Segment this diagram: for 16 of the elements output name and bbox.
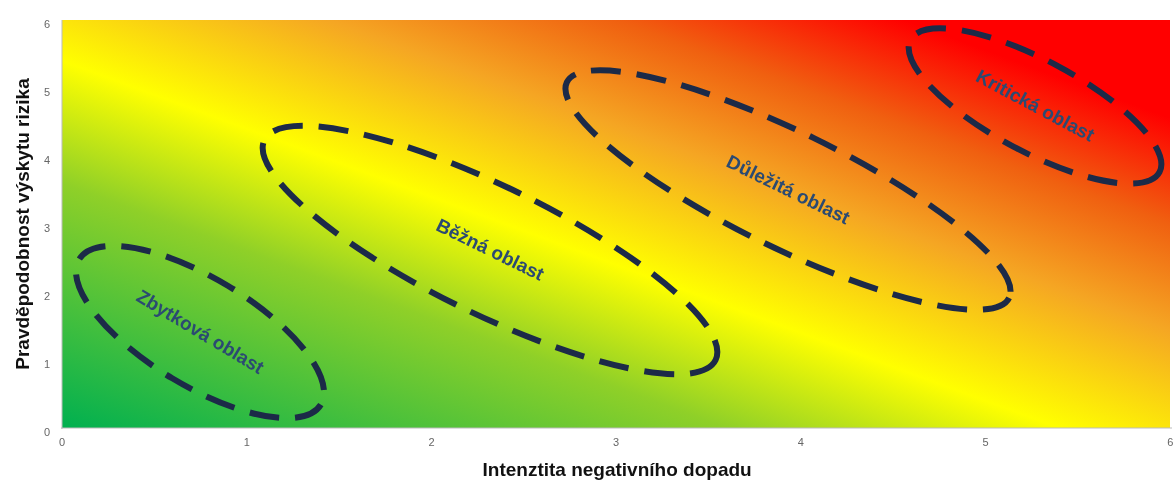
tick-label: 0 — [59, 436, 66, 448]
tick-label: 0 — [44, 426, 51, 438]
tick-label: 6 — [1167, 436, 1174, 448]
tick-label: 6 — [44, 18, 51, 30]
tick-label: 2 — [44, 290, 51, 302]
axis-title: Pravděpodobnost výskytu rizika — [11, 78, 34, 370]
tick-label: 3 — [44, 222, 51, 234]
tick-label: 1 — [243, 436, 250, 448]
tick-label: 2 — [428, 436, 435, 448]
tick-label: 5 — [982, 436, 989, 448]
tick-label: 4 — [44, 154, 51, 166]
tick-label: 4 — [797, 436, 804, 448]
tick-label: 5 — [44, 86, 51, 98]
tick-label: 1 — [44, 358, 51, 370]
axis-title: Intenztita negativního dopadu — [482, 459, 752, 481]
tick-label: 3 — [613, 436, 620, 448]
